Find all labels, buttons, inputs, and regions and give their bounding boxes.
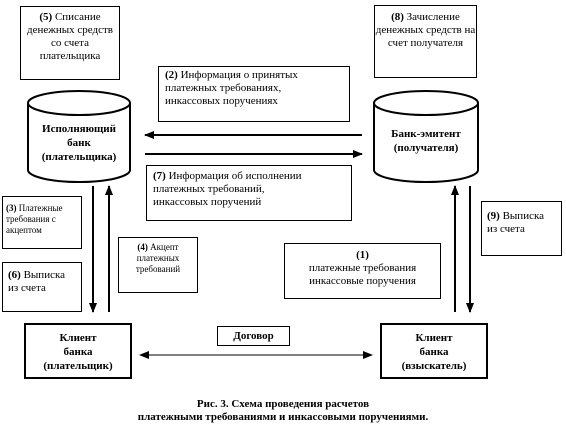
bank-right-label: Банк-эмитент (получателя): [374, 127, 478, 155]
box1-line1: платежные требования: [308, 262, 417, 274]
box1-number: (1): [356, 249, 369, 261]
box9-line1: Выписка: [502, 210, 545, 222]
client-right-line3: (взыскатель): [401, 360, 467, 372]
box1-line2: инкассовые поручения: [309, 275, 416, 287]
box8-text: Зачисление денежных средств на счет полу…: [375, 11, 476, 49]
box6-number: (6): [8, 269, 21, 281]
client-right-line2: банка: [419, 346, 449, 358]
box-debit-payer: (5) Списание денежных средств со счета п…: [20, 6, 120, 80]
box5-text: Списание денежных средств со счета плате…: [27, 11, 113, 62]
client-collector-box: Клиент банка (взыскатель): [380, 323, 488, 379]
box5-number: (5): [39, 11, 53, 23]
box-requirements-acceptance: (3) Платежные требования с акцептом: [2, 196, 82, 249]
box-info-accepted: (2) Информация о принятых платежных треб…: [158, 66, 350, 122]
contract-label-box: Договор: [217, 326, 290, 346]
box2-line3: инкассовых поручениях: [165, 95, 278, 107]
box7-line1: Информация об исполнении: [168, 170, 302, 182]
box2-line2: платежных требованиях,: [165, 82, 282, 94]
bank-left-line3: (плательщика): [41, 151, 117, 163]
bank-right-line2: (получателя): [393, 142, 459, 154]
bank-left-label: Исполняющий банк (плательщика): [28, 122, 130, 164]
contract-label: Договор: [233, 330, 274, 342]
client-payer-box: Клиент банка (плательщик): [24, 323, 132, 379]
box7-line3: инкассовых поручений: [153, 196, 262, 208]
bank-right-line1: Банк-эмитент: [391, 128, 461, 140]
bank-left-line2: банк: [67, 137, 91, 149]
bank-left-line1: Исполняющий: [42, 123, 116, 135]
client-left-line2: банка: [63, 346, 93, 358]
box6-line1: Выписка: [23, 269, 66, 281]
box2-line1: Информация о принятых: [180, 69, 298, 81]
box7-number: (7): [153, 170, 166, 182]
client-left-line3: (плательщик): [43, 360, 113, 372]
box8-number: (8): [391, 11, 404, 23]
box6-line2: из счета: [8, 282, 46, 294]
left-bank-cylinder: [27, 90, 131, 183]
caption-line1: Рис. 3. Схема проведения расчетов: [196, 398, 370, 410]
figure-caption: Рис. 3. Схема проведения расчетов платеж…: [0, 398, 566, 424]
right-bank-cylinder: [373, 90, 479, 183]
box3-number: (3): [6, 203, 17, 213]
box-statement-receiver: (9) Выписка из счета: [481, 201, 562, 256]
box3-text: Платежные требования с акцептом: [6, 203, 63, 235]
box9-number: (9): [487, 210, 500, 222]
box-info-executed: (7) Информация об исполнении платежных т…: [146, 165, 352, 221]
client-right-line1: Клиент: [415, 332, 453, 344]
box4-text: Акцепт платежных требований: [135, 242, 181, 274]
box-statement-payer: (6) Выписка из счета: [2, 262, 82, 312]
box9-line2: из счета: [487, 223, 525, 235]
box4-number: (4): [137, 242, 148, 252]
box7-line2: платежных требований,: [153, 183, 265, 195]
box-acceptance: (4) Акцепт платежных требований: [118, 237, 198, 293]
box-payment-requirements: (1) платежные требования инкассовые пору…: [284, 243, 441, 299]
box-credit-receiver: (8) Зачисление денежных средств на счет …: [374, 5, 477, 78]
client-left-line1: Клиент: [59, 332, 97, 344]
box2-number: (2): [165, 69, 178, 81]
caption-line2: платежными требованиями и инкассовыми по…: [137, 411, 429, 423]
